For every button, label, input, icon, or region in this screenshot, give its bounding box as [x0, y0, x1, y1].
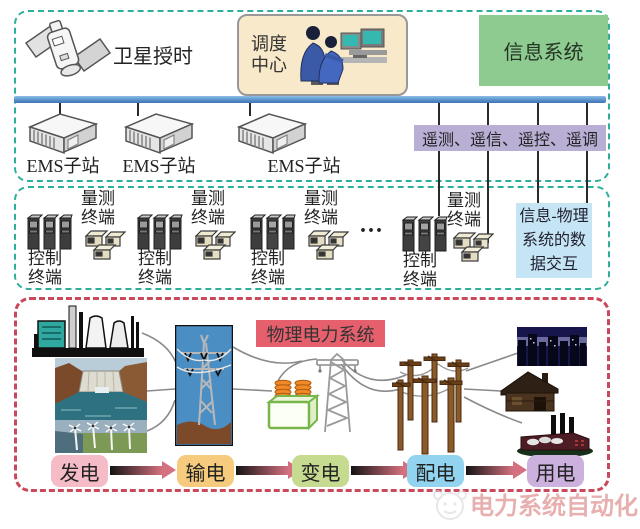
- data-exchange-box: 信息-物理 系统的数 据交互: [516, 203, 592, 278]
- physical-power-system-title: 物理电力系统: [256, 320, 385, 347]
- bus-drop-line: [137, 103, 139, 116]
- data-exchange-line: 系统的数: [521, 231, 586, 249]
- flow-arrow: [236, 466, 288, 475]
- distribution-poles-icon: [392, 348, 477, 458]
- control-terminal-label: 控制终端: [403, 251, 437, 290]
- stage-generation: 发电: [51, 455, 108, 487]
- flow-arrow: [466, 466, 513, 475]
- hydro-dam-image: [55, 358, 147, 424]
- telemetry-line-3: [537, 103, 539, 204]
- factory-image: [515, 413, 595, 458]
- measure-devices-icon: [452, 229, 494, 263]
- lattice-tower-icon: [315, 352, 360, 434]
- ems-substation-label-1: EMS子站: [26, 156, 100, 176]
- ems-substation-label-3: EMS子站: [267, 156, 341, 176]
- stage-distribution: 配电: [407, 455, 464, 487]
- flow-arrow: [110, 466, 162, 475]
- server-rack-icon: [137, 212, 183, 252]
- operators-icon: [291, 21, 391, 89]
- transmission-tower-image: [175, 325, 233, 446]
- measure-devices-icon: [84, 227, 126, 261]
- terminal-layer-frame: [14, 186, 610, 290]
- data-exchange-line: 据交互: [529, 255, 578, 273]
- bus-drop-line: [59, 103, 61, 116]
- control-terminal-label: 控制终端: [138, 249, 172, 288]
- ems-server-icon: [24, 111, 102, 155]
- city-image: [517, 327, 587, 366]
- satellite-timing-label: 卫星授时: [113, 46, 193, 68]
- stage-substation: 变电: [292, 455, 349, 487]
- bus-drop-line: [249, 103, 251, 116]
- physical-power-system-label: 物理电力系统: [266, 324, 375, 345]
- house-image: [498, 370, 563, 413]
- measure-terminal-label: 量测终端: [304, 189, 338, 228]
- flow-arrowhead: [162, 461, 176, 479]
- measure-terminal-label: 量测终端: [191, 189, 225, 228]
- server-rack-icon: [250, 212, 296, 252]
- measure-devices-icon: [194, 227, 236, 261]
- measure-terminal-label: 量测终端: [81, 189, 115, 228]
- telemetry-line-4: [586, 103, 588, 204]
- information-system-box: 信息系统: [479, 15, 608, 86]
- dispatch-center-label: 调度 中心: [251, 34, 287, 75]
- communication-bus: [14, 96, 606, 103]
- satellite-icon: [22, 13, 114, 85]
- stage-transmission: 输电: [177, 455, 234, 487]
- coal-plant-image: [32, 302, 144, 362]
- information-system-label: 信息系统: [503, 42, 584, 64]
- flow-arrow: [351, 466, 403, 475]
- server-rack-icon: [402, 214, 448, 254]
- telemetry-line-1: [438, 103, 440, 216]
- control-terminal-label: 控制终端: [28, 249, 62, 288]
- measure-terminal-label: 量测终端: [447, 191, 481, 230]
- control-terminal-label: 控制终端: [251, 249, 285, 288]
- physical-system-frame: [14, 297, 610, 492]
- transformer-icon: [265, 378, 321, 430]
- watermark-text: 电力系统自动化: [470, 494, 638, 520]
- ems-substation-label-2: EMS子站: [122, 156, 196, 176]
- ems-server-icon: [233, 111, 311, 155]
- ellipsis-more-terminals: ...: [360, 212, 384, 238]
- ems-server-icon: [120, 111, 198, 155]
- telemetry-line-2: [487, 103, 489, 243]
- wind-farm-image: [55, 420, 147, 453]
- flow-arrowhead: [513, 461, 527, 479]
- server-rack-icon: [27, 212, 73, 252]
- data-exchange-line: 信息-物理: [519, 207, 589, 225]
- stage-consumption: 用电: [527, 455, 584, 487]
- telemetry-functions-box: 遥测、遥信、遥控、遥调: [414, 125, 606, 151]
- dispatch-center-box: 调度 中心: [237, 14, 408, 96]
- measure-devices-icon: [307, 227, 349, 261]
- watermark-face-icon: [428, 486, 472, 522]
- telemetry-functions-label: 遥测、遥信、遥控、遥调: [421, 132, 598, 149]
